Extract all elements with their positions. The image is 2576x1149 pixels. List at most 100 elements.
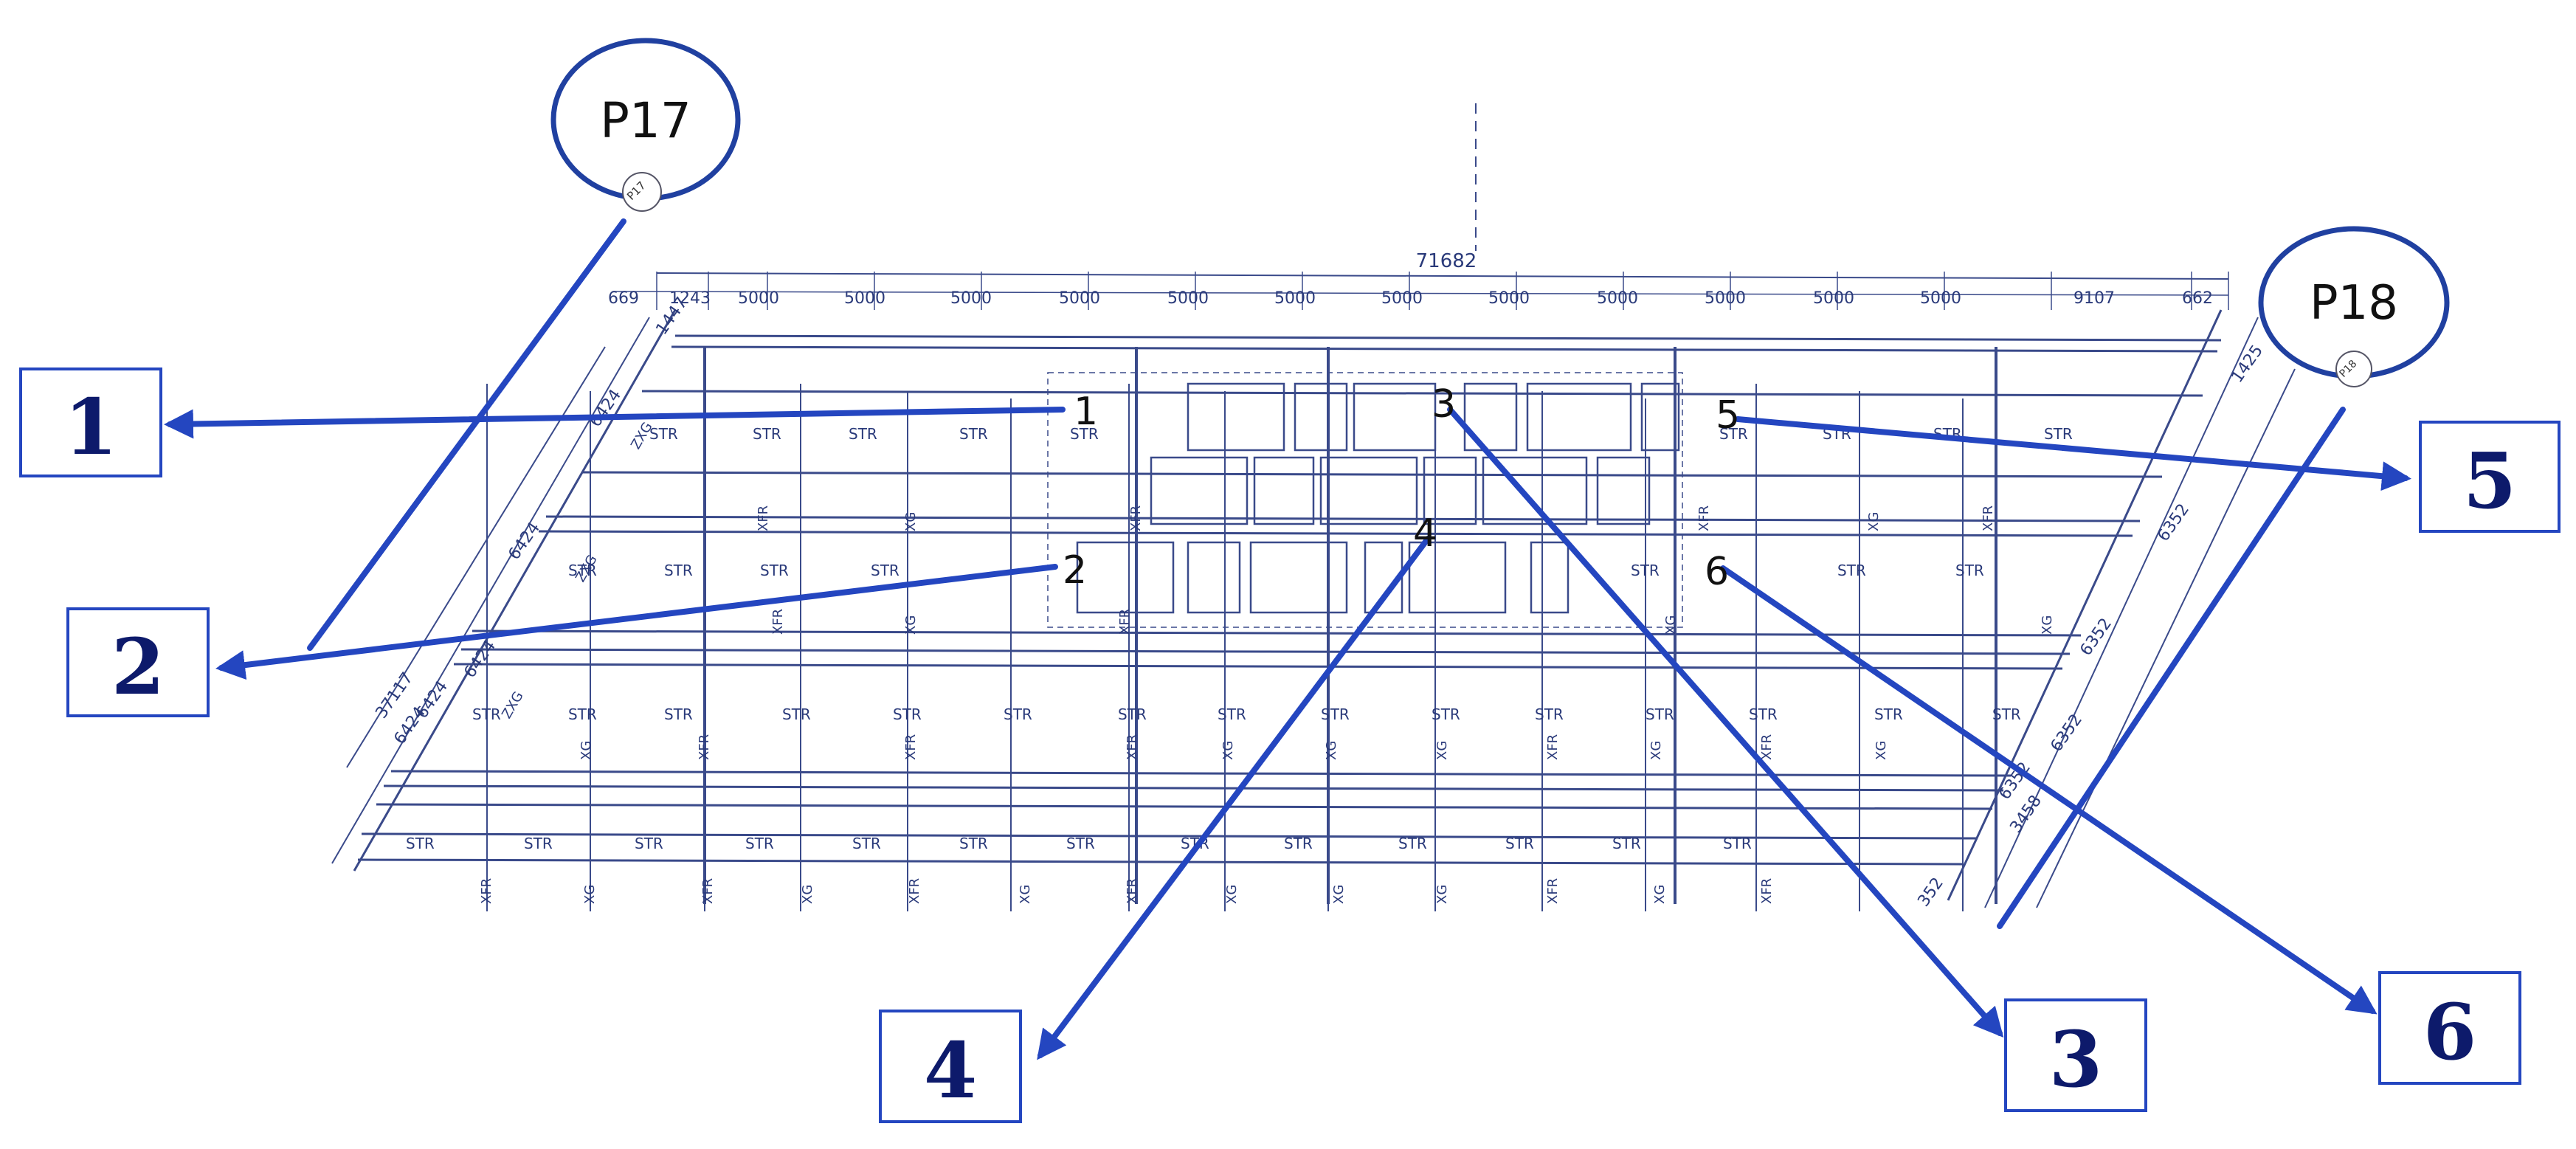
member-tag-str: STR [568, 562, 597, 579]
p17-leader [307, 218, 626, 651]
callout-p18: P18 P18 [2258, 226, 2450, 387]
callout-p18-tag-circle [2335, 351, 2372, 387]
room-block [1076, 541, 1175, 614]
label-box-1: 1 [19, 368, 162, 477]
member-tag-vertical: XG [1224, 885, 1240, 904]
member-tag-vertical: XG [800, 885, 815, 904]
room-block [1249, 541, 1348, 614]
member-tag-vertical: XFR [770, 609, 786, 635]
member-tag-vertical: XG [1434, 741, 1450, 760]
member-tag-vertical: XFR [756, 506, 771, 531]
arrow-4 [1037, 536, 1431, 1060]
member-tag-vertical: XFR [1545, 734, 1561, 760]
member-tag-str: STR [472, 705, 501, 723]
member-tag-vertical: XFR [697, 734, 712, 760]
member-tag-vertical: XFR [479, 878, 494, 904]
member-tag-vertical: XG [1866, 512, 1882, 531]
arrow-5 [1735, 416, 2411, 491]
room-block [1596, 456, 1651, 525]
label-box-2: 2 [66, 607, 210, 717]
top-dimension: 5000 [1813, 289, 1854, 308]
member-tag-str: STR [1719, 425, 1748, 443]
member-tag-str: STR [1631, 562, 1660, 579]
dimension-line-top [656, 272, 2229, 280]
grid-row-line [460, 648, 2071, 655]
label-box-5-text: 5 [2463, 435, 2516, 526]
leader-lines [164, 218, 2411, 1060]
grid-row-line [538, 530, 2133, 537]
member-tag-str: STR [1432, 705, 1460, 723]
room-block [1408, 541, 1507, 614]
top-dimension: 1243 [669, 289, 711, 308]
top-dimension: 5000 [950, 289, 992, 308]
label-box-6-text: 6 [2423, 987, 2476, 1077]
label-box-2-text: 2 [111, 621, 165, 712]
grid-row-line [582, 471, 2163, 478]
room-block [1482, 456, 1588, 525]
grid-row-line [383, 784, 2004, 792]
grid-right-outer [1984, 317, 2259, 908]
room-block [1463, 382, 1518, 452]
member-tag-str: STR [1535, 705, 1564, 723]
member-tag-str: STR [1321, 705, 1350, 723]
label-box-4: 4 [879, 1010, 1022, 1123]
label-box-3-text: 3 [2049, 1014, 2102, 1105]
member-tag-str: STR [1955, 562, 1984, 579]
member-tag-vertical: XFR [1545, 878, 1561, 904]
member-tag-str: STR [1723, 835, 1752, 852]
member-tag-str: STR [782, 705, 811, 723]
arrow-1 [164, 407, 1066, 439]
top-dimension: 5000 [844, 289, 885, 308]
member-tag-vertical: XFR [1125, 878, 1140, 904]
member-tag-str: STR [745, 835, 774, 852]
member-tag-vertical: XFR [1117, 609, 1133, 635]
room-block [1294, 382, 1348, 452]
point-label-6: 6 [1705, 550, 1729, 594]
top-dimension: 5000 [1488, 289, 1530, 308]
member-tag-vertical: XFR [907, 878, 922, 904]
grid-right-edge [1947, 309, 2223, 901]
member-tag-str: STR [893, 705, 922, 723]
member-tag-str: STR [1992, 705, 2021, 723]
member-tag-str: STR [1874, 705, 1903, 723]
dimension-line-segments [612, 291, 2229, 296]
top-dimension: 5000 [1705, 289, 1746, 308]
room-block [1526, 382, 1632, 452]
member-tag-vertical: XG [903, 615, 919, 635]
member-tag-vertical: XG [1652, 885, 1668, 904]
member-tag-str: STR [635, 835, 663, 852]
callout-p17: P17 P17 [550, 38, 741, 212]
member-tag-vertical: XFR [1125, 734, 1140, 760]
member-tag-str: STR [959, 425, 988, 443]
top-dimension: 669 [608, 289, 639, 308]
grid-left-outer [331, 317, 650, 864]
point-label-1: 1 [1074, 390, 1098, 434]
grid-row-line [376, 803, 1993, 810]
top-dimension-row: 669 1243 5000 5000 5000 5000 5000 5000 5… [608, 289, 2213, 308]
top-dimension: 5000 [1920, 289, 1961, 308]
member-tag-str: STR [1118, 705, 1147, 723]
member-tag-str: STR [849, 425, 877, 443]
cad-room-blocks [1047, 372, 1683, 628]
room-block [1640, 382, 1680, 452]
label-box-4-text: 4 [924, 1025, 977, 1116]
point-label-2: 2 [1063, 548, 1087, 593]
room-block [1353, 382, 1437, 452]
point-label-5: 5 [1716, 393, 1740, 438]
member-tag-str: STR [852, 835, 881, 852]
callout-p18-label: P18 [2310, 276, 2398, 331]
member-tag-vertical: XFR [700, 878, 716, 904]
grid-row-line [671, 345, 2218, 353]
cad-grid-lines [331, 103, 2296, 911]
member-tag-str: STR [1004, 705, 1032, 723]
member-tag-vertical: XFR [1759, 878, 1775, 904]
member-tag-str: STR [406, 835, 435, 852]
label-box-5: 5 [2419, 421, 2561, 533]
room-block [1530, 541, 1570, 614]
top-dimension: 9107 [2073, 289, 2115, 308]
member-tag-str: STR [1398, 835, 1427, 852]
member-tag-str: STR [568, 705, 597, 723]
member-tag-vertical: XFR [1128, 506, 1144, 531]
grid-row-line [453, 663, 2063, 670]
member-tag-vertical: XG [1018, 885, 1033, 904]
